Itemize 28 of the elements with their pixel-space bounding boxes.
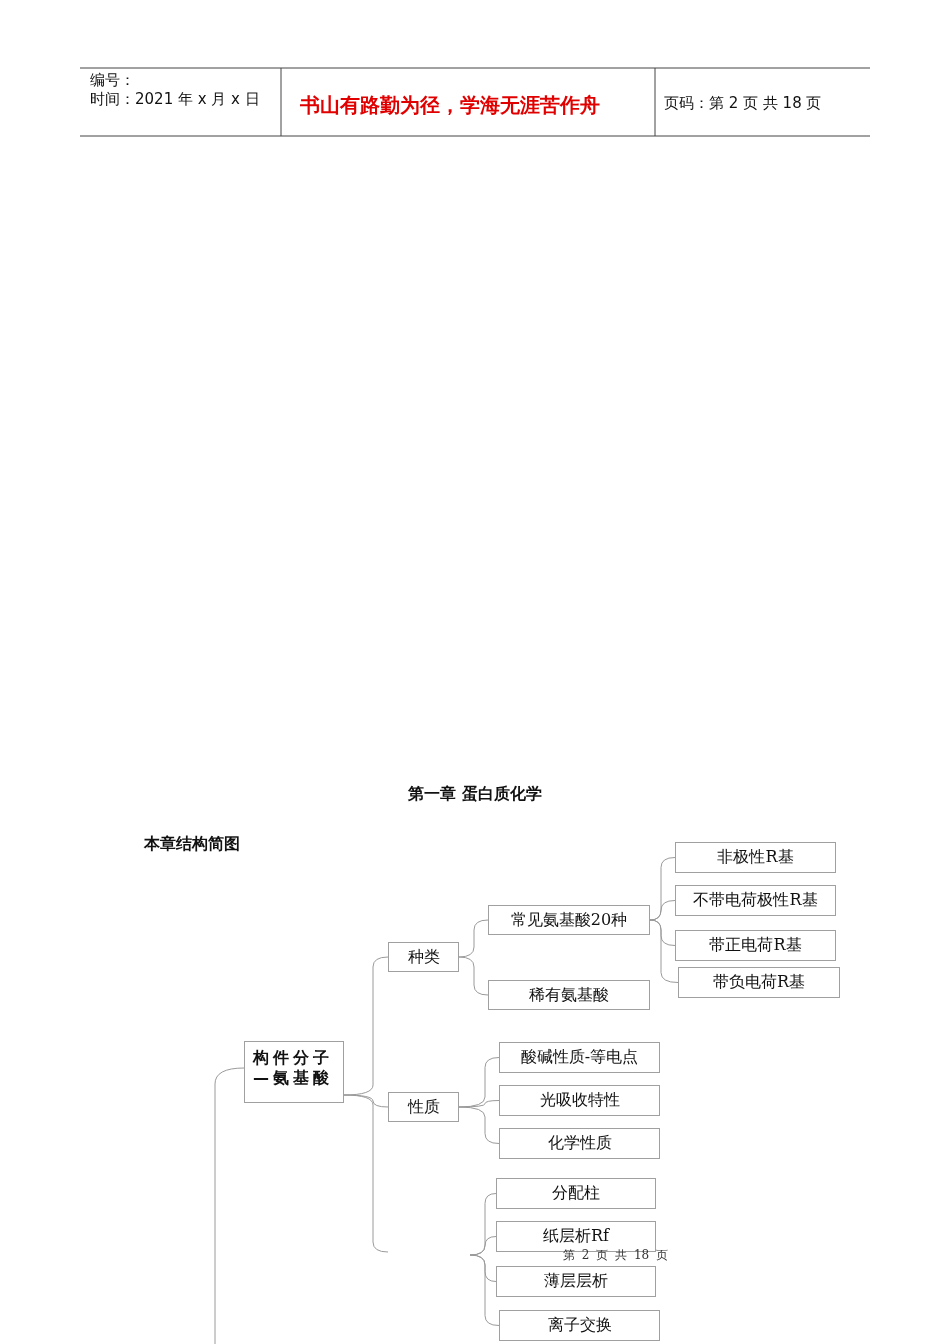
text-box: 光吸收特性 xyxy=(499,1085,660,1116)
text-box: 稀有氨基酸 xyxy=(488,980,650,1010)
section-heading: 本章结构简图 xyxy=(144,834,240,855)
bracket-line xyxy=(469,1254,500,1326)
bracket-line xyxy=(649,919,679,983)
page-footer: 第 2 页 共 18 页 xyxy=(563,1249,668,1262)
text-box: 离子交换 xyxy=(499,1310,660,1341)
header-text: 编号： xyxy=(90,71,135,90)
bracket-line xyxy=(214,1067,245,1344)
text-box: 酸碱性质-等电点 xyxy=(499,1042,660,1073)
text-box: 不带电荷极性R基 xyxy=(675,885,836,916)
text-box: 常见氨基酸20种 xyxy=(488,905,650,935)
bracket-line xyxy=(458,1106,500,1144)
bracket-line xyxy=(458,956,489,996)
page-number: 页码：第 2 页 共 18 页 xyxy=(664,94,822,113)
text-box: 分配柱 xyxy=(496,1178,656,1209)
text-box: 构件分子—氨基酸 xyxy=(244,1041,344,1103)
header-text: 时间：2021 年 x 月 x 日 xyxy=(90,90,260,109)
text-box: 薄层层析 xyxy=(496,1266,656,1297)
text-box: 化学性质 xyxy=(499,1128,660,1159)
text-box: 性质 xyxy=(388,1092,459,1122)
text-box: 种类 xyxy=(388,942,459,972)
bracket-line xyxy=(343,1094,389,1253)
text-box: 非极性R基 xyxy=(675,842,836,873)
motto-text: 书山有路勤为径，学海无涯苦作舟 xyxy=(300,92,600,119)
text-box: 带正电荷R基 xyxy=(675,930,836,961)
text-box: 带负电荷R基 xyxy=(678,967,840,998)
chapter-title: 第一章 蛋白质化学 xyxy=(407,784,543,805)
